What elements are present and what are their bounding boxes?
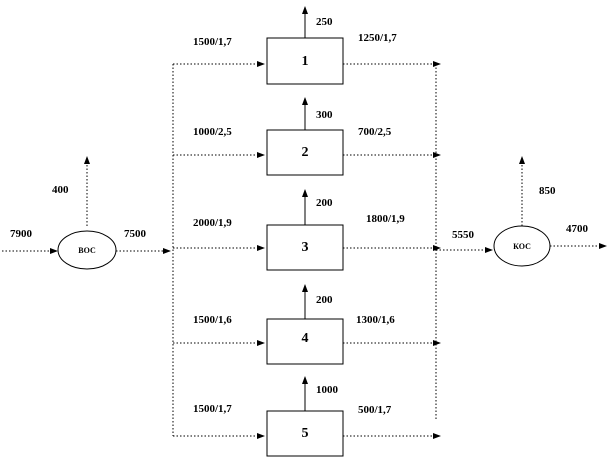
unit-5-number: 5 bbox=[302, 426, 309, 441]
unit-4-input-value: 1500/1,6 bbox=[193, 314, 232, 326]
unit-1-box bbox=[266, 37, 344, 85]
unit-5-input-value: 1500/1,7 bbox=[193, 403, 232, 415]
source-ellipse bbox=[57, 230, 117, 270]
unit-4-loss-value: 200 bbox=[316, 294, 333, 306]
unit-3-output-value: 1800/1,9 bbox=[366, 213, 405, 225]
unit-5: 1500/1,7 5 1000 500/1,7 bbox=[173, 376, 441, 457]
unit-4-number: 4 bbox=[302, 331, 309, 346]
sink-input-value: 5550 bbox=[452, 229, 475, 241]
unit-3-input-value: 2000/1,9 bbox=[193, 217, 232, 229]
unit-2-loss-value: 300 bbox=[316, 109, 333, 121]
unit-3-loss-value: 200 bbox=[316, 197, 333, 209]
unit-1-input-value: 1500/1,7 bbox=[193, 36, 232, 48]
unit-5-box bbox=[266, 410, 344, 457]
unit-1-number: 1 bbox=[302, 54, 309, 69]
sink-label: КОС bbox=[513, 242, 531, 251]
source-node: 7900 ВОС 400 7500 bbox=[2, 156, 171, 270]
unit-5-loss-value: 1000 bbox=[316, 384, 339, 396]
unit-1-loss-value: 250 bbox=[316, 16, 333, 28]
unit-2: 1000/2,5 2 300 700/2,5 bbox=[173, 97, 441, 176]
unit-3: 2000/1,9 3 200 1800/1,9 bbox=[173, 189, 441, 271]
sink-node: 5550 КОС 850 4700 bbox=[436, 156, 607, 267]
source-label: ВОС bbox=[78, 246, 96, 255]
unit-3-number: 3 bbox=[302, 240, 309, 255]
unit-4-output-value: 1300/1,6 bbox=[356, 314, 395, 326]
sink-output-value: 4700 bbox=[566, 223, 589, 235]
unit-2-number: 2 bbox=[302, 145, 309, 160]
unit-1-output-value: 1250/1,7 bbox=[358, 32, 397, 44]
unit-5-output-value: 500/1,7 bbox=[358, 404, 392, 416]
sink-loss-value: 850 bbox=[539, 185, 556, 197]
unit-1: 1500/1,7 1 250 1250/1,7 bbox=[173, 6, 441, 85]
unit-4: 1500/1,6 4 200 1300/1,6 bbox=[173, 284, 441, 365]
unit-2-box bbox=[266, 129, 344, 176]
unit-2-output-value: 700/2,5 bbox=[358, 126, 392, 138]
source-output-value: 7500 bbox=[124, 228, 147, 240]
source-input-value: 7900 bbox=[10, 228, 33, 240]
source-loss-value: 400 bbox=[52, 184, 69, 196]
unit-2-input-value: 1000/2,5 bbox=[193, 126, 232, 138]
unit-4-box bbox=[266, 318, 344, 365]
